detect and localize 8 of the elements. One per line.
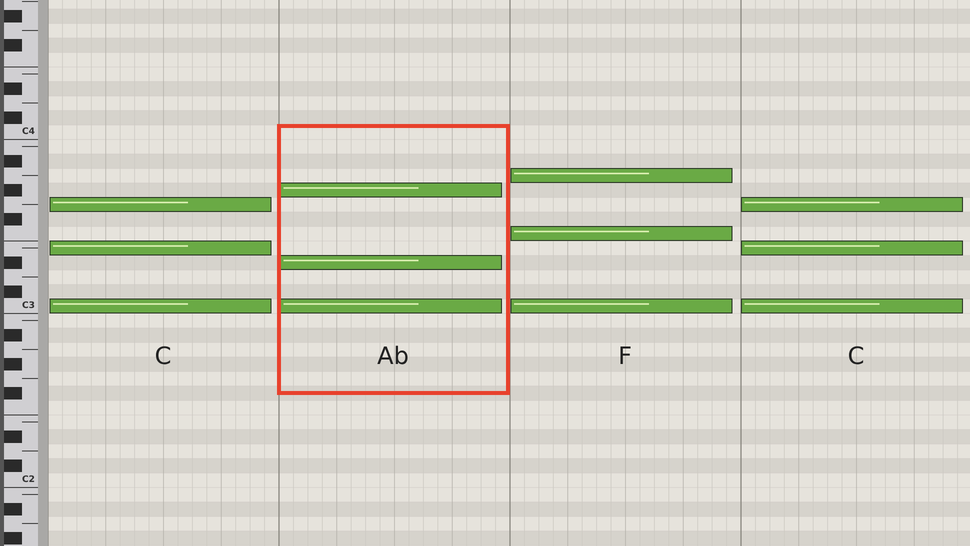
- chord-name: C: [154, 342, 172, 370]
- octave-label: C4: [22, 127, 35, 137]
- chord-name: C: [846, 342, 866, 370]
- highlight-box: [277, 124, 510, 395]
- octave-label: C2: [22, 475, 35, 485]
- chord-name: Ab: [376, 342, 410, 370]
- chord-name: F: [617, 342, 633, 370]
- octave-label: C3: [22, 301, 35, 311]
